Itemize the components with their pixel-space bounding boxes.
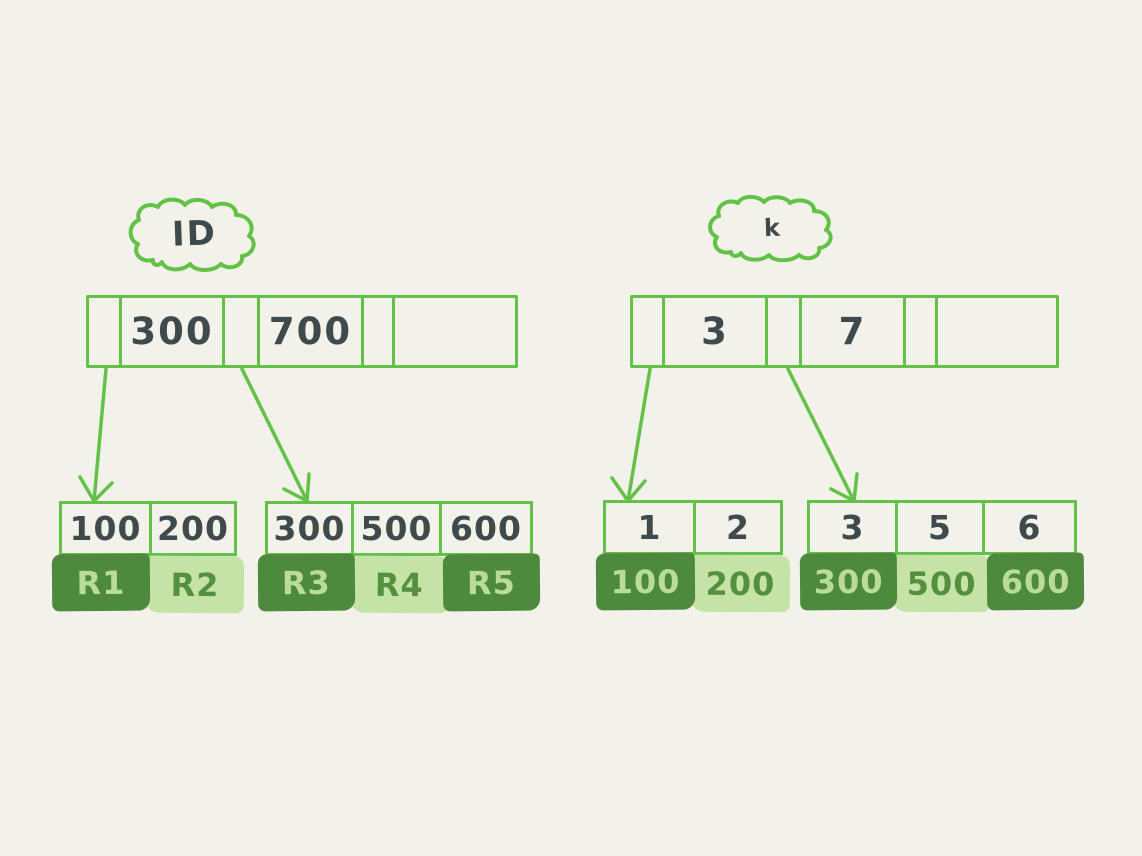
leaf-key-row: 1 2 — [603, 500, 783, 555]
leaf-key-cell: 500 — [354, 504, 442, 553]
leaf-node-id-1: 100 200 R1 R2 — [51, 501, 245, 614]
root-pointer-cell — [768, 298, 802, 365]
leaf-key-cell: 1 — [606, 503, 696, 552]
root-pointer-cell — [633, 298, 665, 365]
root-empty-cell — [938, 298, 1056, 365]
leaf-value-row: 100 200 — [595, 552, 791, 613]
leaf-value-row: R1 R2 — [51, 553, 245, 614]
leaf-node-id-2: 300 500 600 R3 R4 R5 — [257, 501, 541, 614]
leaf-value-cell: R2 — [145, 555, 245, 614]
root-key-cell: 3 — [665, 298, 768, 365]
root-pointer-cell — [364, 298, 395, 365]
root-pointer-cell — [89, 298, 122, 365]
leaf-value-row: 300 500 600 — [799, 552, 1085, 613]
cloud-outline-icon — [128, 197, 256, 272]
leaf-key-cell: 3 — [810, 503, 898, 552]
leaf-key-cell: 5 — [898, 503, 985, 552]
leaf-value-cell: 500 — [893, 554, 991, 613]
root-node-id: 300 700 — [86, 295, 518, 368]
leaf-value-cell: 100 — [595, 552, 696, 611]
root-pointer-cell — [906, 298, 938, 365]
leaf-key-cell: 200 — [157, 509, 229, 548]
root-node-k: 3 7 — [630, 295, 1059, 368]
arrow-k-leaf1 — [610, 367, 652, 503]
leaf-key-row: 300 500 600 — [265, 501, 533, 556]
leaf-key-row: 3 5 6 — [807, 500, 1077, 555]
arrow-id-leaf2 — [240, 367, 311, 503]
leaf-value-cell: 600 — [986, 552, 1085, 611]
root-key-cell: 300 — [122, 298, 225, 365]
leaf-value-cell: R3 — [257, 553, 355, 612]
leaf-key-cell: 600 — [450, 509, 522, 548]
leaf-node-k-1: 1 2 100 200 — [595, 500, 791, 613]
root-pointer-cell — [225, 298, 260, 365]
leaf-key-cell: 100 — [62, 504, 152, 553]
root-key-cell: 700 — [260, 298, 364, 365]
leaf-value-cell: R1 — [51, 553, 151, 612]
cloud-id-label: ID — [170, 213, 218, 255]
leaf-key-row: 100 200 — [59, 501, 237, 556]
leaf-key-cell: 6 — [1017, 508, 1042, 547]
arrow-id-leaf1 — [78, 367, 114, 503]
leaf-value-cell: 200 — [690, 554, 791, 613]
arrow-k-leaf2 — [786, 367, 859, 503]
leaf-node-k-2: 3 5 6 300 500 600 — [799, 500, 1085, 613]
leaf-key-cell: 2 — [726, 508, 750, 547]
cloud-k: k — [703, 194, 843, 262]
leaf-value-row: R3 R4 R5 — [257, 553, 541, 614]
root-key-cell: 7 — [802, 298, 906, 365]
cloud-k-label: k — [763, 213, 783, 243]
cloud-outline-icon — [708, 194, 833, 262]
leaf-key-cell: 300 — [268, 504, 354, 553]
cloud-id: ID — [123, 196, 265, 272]
leaf-value-cell: R5 — [443, 553, 541, 612]
leaf-value-cell: 300 — [799, 552, 898, 611]
leaf-value-cell: R4 — [350, 555, 448, 614]
root-empty-cell — [395, 298, 515, 365]
